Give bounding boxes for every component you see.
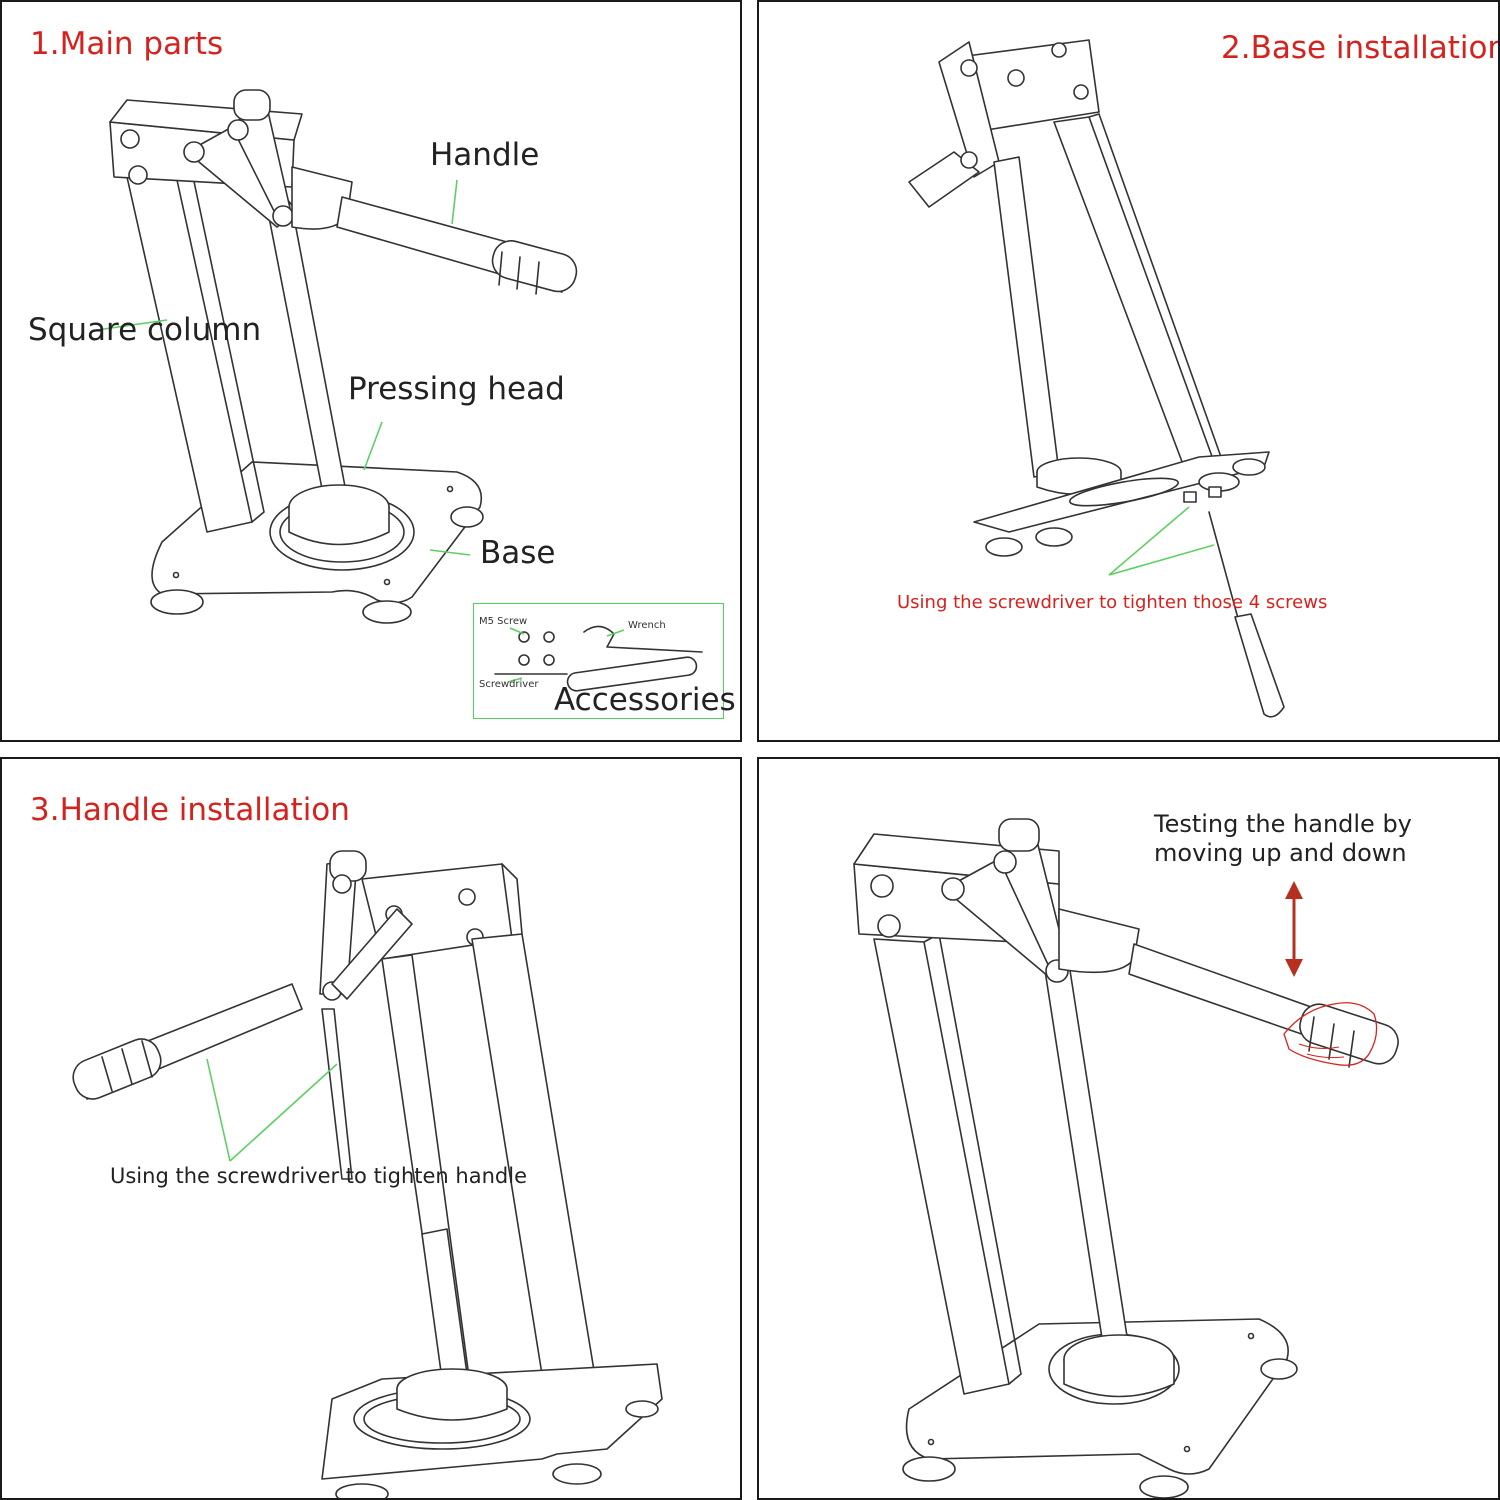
square-column-label: Square column	[28, 312, 262, 348]
screwdriver-label: Screwdriver	[479, 679, 539, 690]
base-installation-note: Using the screwdriver to tighten those 4…	[897, 592, 1328, 613]
m5-screw-label: M5 Screw	[479, 616, 528, 627]
panel-handle-installation: 3.Handle installation Using the screwdri…	[0, 757, 742, 1500]
base-label: Base	[480, 535, 556, 571]
accessories-box: M5 Screw Wrench Screwdriver Accessories	[473, 603, 736, 719]
panel-testing-handle: Testing the handle by moving up and down	[757, 757, 1500, 1500]
wrench-label: Wrench	[628, 620, 666, 631]
main-parts-illustration	[96, 89, 703, 692]
panel-3-title: 3.Handle installation	[30, 792, 350, 828]
panel-base-installation: 2.Base installation Using the screwdrive…	[757, 0, 1500, 742]
handle-installation-illustration	[72, 850, 663, 1498]
pressing-head-label: Pressing head	[348, 371, 565, 407]
handle-label: Handle	[430, 137, 540, 173]
handle-installation-note: Using the screwdriver to tighten handle	[110, 1164, 527, 1188]
base-installation-illustration	[908, 39, 1285, 718]
panel-2-title: 2.Base installation	[1221, 30, 1500, 66]
testing-handle-illustration	[853, 818, 1399, 1498]
panel-main-parts: 1.Main parts Handle Square column Pressi…	[0, 0, 742, 742]
panel-1-title: 1.Main parts	[30, 26, 224, 62]
testing-handle-note: Testing the handle by moving up and down	[1154, 810, 1412, 867]
accessories-label: Accessories	[554, 682, 736, 718]
